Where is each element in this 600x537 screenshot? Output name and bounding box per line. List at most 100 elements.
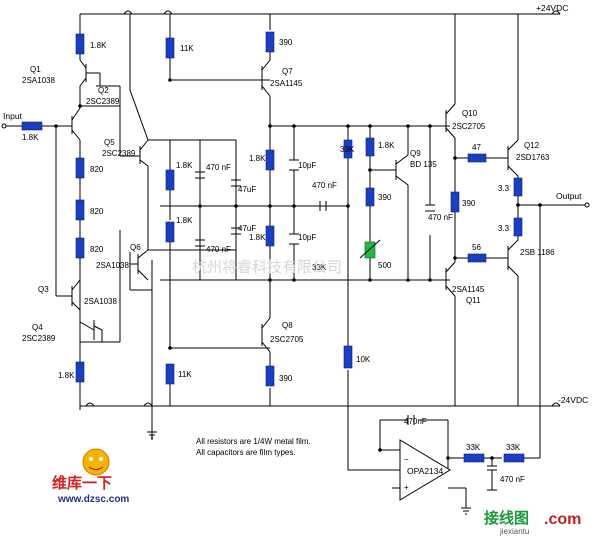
q12-part: 2SD1763 [516, 153, 550, 162]
resistor-r33k-opa1 [463, 453, 485, 463]
capacitor-labels: 10pF 470 nF 10pF 470 nF 47uF 470 nF 47uF… [206, 161, 525, 484]
label-r820b: 820 [90, 207, 104, 216]
resistors [21, 31, 525, 463]
label-r33k-mid: 33K [312, 263, 327, 272]
label-r18-q9: 1.8K [378, 141, 395, 150]
label-r11k-top: 11K [180, 44, 194, 53]
positive-rail: +24VDC [80, 3, 568, 15]
q7-part: 2SA1145 [270, 79, 303, 88]
junction-dots [54, 78, 542, 460]
label-r820a: 820 [90, 165, 104, 174]
trimmer-500 [364, 241, 376, 259]
label-r11k-bot: 11K [178, 370, 192, 379]
q9-id: Q9 [410, 149, 421, 158]
label-r47: 47 [472, 143, 481, 152]
q1-part: 2SA1038 [22, 76, 55, 85]
label-r18-a: 1.8K [176, 161, 193, 170]
label-r33k: 33K [340, 145, 355, 154]
label-r33k-opa1: 33K [466, 443, 481, 452]
label-r18-b: 1.8K [176, 216, 193, 225]
note-capacitors: All capacitors are film types. [196, 448, 296, 457]
site2-com: .com [544, 511, 581, 528]
label-r33a: 3.3 [498, 184, 510, 193]
opamp: − + OPA2134 [392, 439, 451, 501]
label-c470-q9: 470 nF [428, 213, 453, 222]
positive-rail-label: +24VDC [536, 3, 568, 13]
dzsc-logo: 维库一下 www.dzsc.com [52, 448, 129, 505]
wiring [55, 14, 585, 508]
resistor-r10k [343, 345, 353, 369]
resistor-labels: 1.8K 1.8K 1.8K 11K 390 820 820 820 1.8K … [22, 38, 521, 452]
q10-part: 2SC2705 [452, 122, 486, 131]
capacitors [195, 159, 497, 471]
opamp-label: OPA2134 [407, 466, 444, 476]
q5-id: Q5 [104, 138, 115, 147]
q5-part: 2SC2389 [102, 149, 136, 158]
label-r390-q10: 390 [462, 199, 476, 208]
resistor-r820b [75, 199, 85, 221]
resistor-r18-b [165, 221, 175, 243]
resistor-r820c [75, 237, 85, 259]
label-c470-mid: 470 nF [312, 181, 337, 190]
company-watermark: 杭州将睿科技有限公司 [192, 258, 342, 276]
input-label: Input [3, 111, 23, 121]
output-label: Output [556, 191, 582, 201]
label-c470-opa: 470nF [404, 417, 427, 426]
resistor-r33k [343, 139, 353, 159]
mascot-icon [82, 448, 110, 476]
jiexiantu-logo: 接线图 .com jiexiantu [484, 509, 581, 536]
label-r18-c: 1.8K [249, 154, 266, 163]
site-url: www.dzsc.com [57, 494, 129, 505]
q6-id: Q6 [130, 243, 141, 252]
label-r18-d: 1.8K [249, 233, 266, 242]
label-r56: 56 [472, 243, 481, 252]
note-resistors: All resistors are 1/4W metal film. [196, 437, 311, 446]
output-terminal: Output [556, 191, 590, 208]
label-r33k-opa2: 33K [506, 443, 521, 452]
site2-url: jiexiantu [499, 527, 529, 536]
resistor-r33a [513, 177, 523, 197]
q8-part: 2SC2705 [270, 335, 304, 344]
q7-id: Q7 [282, 67, 293, 76]
q3-part: 2SA1038 [84, 297, 117, 306]
label-c10pf-a: 10pF [298, 161, 316, 170]
resistor-r11k-top [165, 37, 175, 59]
resistor-r33k-opa2 [503, 453, 525, 463]
label-c47uf-b: 47uF [238, 224, 256, 233]
resistor-r47 [467, 153, 487, 163]
label-r390-bot: 390 [279, 374, 293, 383]
label-c470-b: 470 nF [206, 245, 231, 254]
resistor-r18-q4 [75, 361, 85, 383]
resistor-r390-top [265, 31, 275, 53]
q11-part: 2SA1145 [452, 285, 485, 294]
resistor-r18-q9 [365, 137, 375, 157]
resistor-r820a [75, 157, 85, 179]
transistor-symbols [66, 59, 519, 353]
q2-part: 2SC2389 [86, 97, 120, 106]
q13-part: 2SB 1186 [520, 248, 555, 257]
resistor-r1 [75, 33, 85, 55]
q11-id: Q11 [466, 296, 481, 305]
label-r1: 1.8K [90, 41, 107, 50]
label-r390-top: 390 [279, 38, 293, 47]
q3-id: Q3 [38, 285, 49, 294]
resistor-r18-d [265, 225, 275, 247]
resistor-r56 [467, 253, 487, 263]
label-r390-q9: 390 [378, 193, 392, 202]
resistor-r33b [513, 217, 523, 237]
notes: All resistors are 1/4W metal film. All c… [196, 437, 311, 457]
ground-symbols [147, 431, 497, 515]
negative-rail: -24VDC [80, 395, 588, 407]
resistor-input [21, 121, 43, 131]
resistor-r390-q10 [450, 191, 460, 213]
negative-rail-label: -24VDC [558, 395, 588, 405]
q8-id: Q8 [282, 321, 293, 330]
label-r820c: 820 [90, 245, 104, 254]
q12-id: Q12 [524, 141, 540, 150]
opamp-minus: − [404, 455, 409, 464]
label-c470-gnd: 470 nF [500, 475, 525, 484]
q4-part: 2SC2389 [22, 334, 56, 343]
resistor-r390-bot [265, 365, 275, 387]
site-cn: 维库一下 [52, 474, 112, 492]
rail-crossings [85, 10, 561, 407]
